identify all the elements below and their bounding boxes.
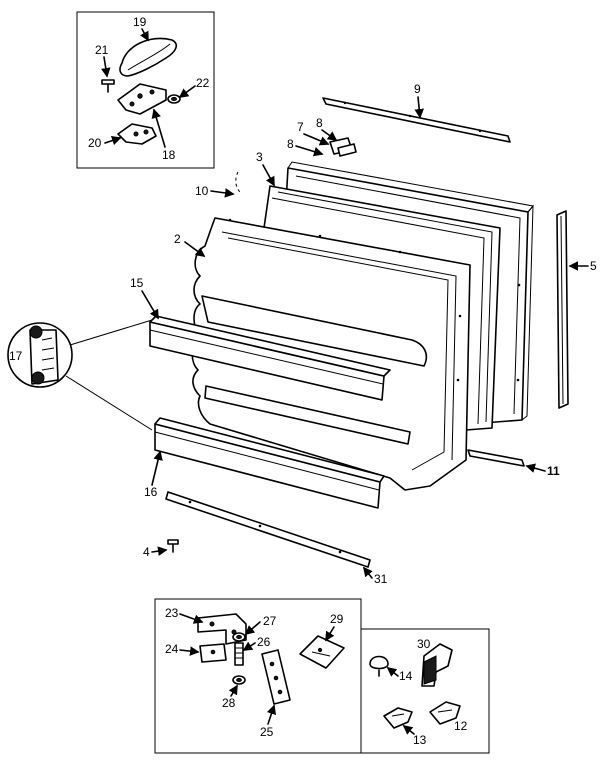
label-29: 29 [330,612,344,626]
label-28: 28 [222,696,236,710]
label-10: 10 [195,184,209,198]
label-11: 11 [547,464,560,478]
part-4-screw: 4 [143,539,179,559]
label-31: 31 [374,572,388,586]
label-22: 22 [196,76,210,90]
part-17-callout: 17 [7,319,153,431]
label-3: 3 [256,150,263,164]
part-5-side-trim: 5 [556,210,597,409]
part-31-bottom-strip: 31 [165,491,388,586]
label-26: 26 [257,635,271,649]
lower-inset-box-handle: 30 14 13 12 [360,628,490,754]
hinge-inset-box: 19 21 22 20 18 [76,11,215,169]
label-24: 24 [165,642,179,656]
label-20: 20 [88,136,102,150]
label-2: 2 [174,232,181,246]
label-23: 23 [165,606,179,620]
part-13-clip [383,707,413,729]
part-11-bottom-trim: 11 [467,449,560,478]
part-19-hinge-cover [119,37,178,77]
label-7: 7 [297,120,304,134]
label-8b: 8 [287,137,294,151]
part-29-bracket [299,635,345,669]
label-21: 21 [95,43,109,57]
part-15-shelf-bar: 15 [130,276,391,401]
label-13: 13 [413,733,427,747]
label-15: 15 [130,276,144,290]
part-2-inner-liner: 2 [174,217,471,491]
label-30: 30 [417,637,431,651]
label-8a: 8 [316,116,323,130]
part-9-top-trim: 9 [322,82,511,143]
label-4: 4 [143,545,150,559]
label-5: 5 [590,259,597,273]
part-22-washer [167,94,181,104]
label-16: 16 [144,485,158,499]
part-12-clip [429,701,461,725]
lower-inset-box-hinge: 23 27 26 24 28 25 29 [154,598,362,754]
label-19: 19 [133,15,147,29]
part-14-knob [369,655,389,677]
label-12: 12 [454,719,468,733]
label-14: 14 [399,669,413,683]
label-27: 27 [263,614,277,628]
part-18-hinge-plate [117,83,167,115]
label-25: 25 [260,725,274,739]
part-16-lower-bar: 16 [144,417,385,509]
label-9: 9 [414,82,421,96]
label-17: 17 [9,349,23,363]
part-21-screw [101,79,115,93]
label-18: 18 [162,148,176,162]
parts-7-8-brackets: 7 8 8 [287,116,357,157]
